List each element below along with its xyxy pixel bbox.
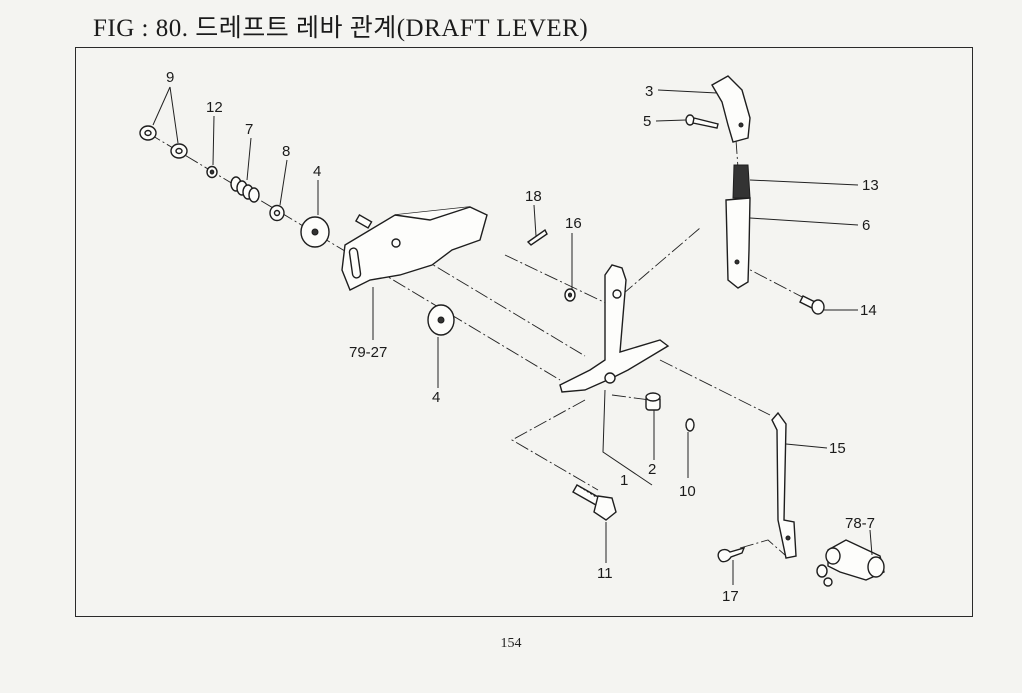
callout-7: 7	[245, 121, 253, 138]
callout-15: 15	[829, 440, 846, 457]
plate-part-6	[725, 197, 751, 289]
callout-78-7: 78-7	[845, 515, 875, 532]
callout-14: 14	[860, 302, 877, 319]
spring-part-7	[230, 176, 260, 203]
callout-16: 16	[565, 215, 582, 232]
callout-4-lower: 4	[432, 389, 440, 406]
callout-labels: 9 12 7 8 4 79-27 4 18 16 3 5 13 6 14 15 …	[166, 69, 879, 605]
callout-10: 10	[679, 483, 696, 500]
draft-lever-part-1	[559, 264, 670, 393]
washer-part-12	[206, 165, 218, 179]
rod-part-15	[771, 411, 797, 559]
callout-4-upper: 4	[313, 163, 321, 180]
large-washer-part-4-upper	[300, 216, 330, 248]
callout-9: 9	[166, 69, 174, 86]
callout-18: 18	[525, 188, 542, 205]
pin-part-18	[526, 228, 548, 246]
e-ring-part-16	[564, 288, 576, 302]
bracket-part-79-27	[341, 206, 488, 291]
washer-part-8	[269, 204, 285, 222]
pad-part-13	[732, 164, 751, 199]
callout-11: 11	[597, 565, 613, 582]
figure-title: FIG : 80. 드레프트 레바 관계(DRAFT LEVER)	[93, 15, 589, 42]
callout-8: 8	[282, 143, 290, 160]
callout-6: 6	[862, 217, 870, 234]
bolt-part-11	[572, 484, 617, 521]
callout-5: 5	[643, 113, 651, 130]
collar-part-2	[645, 392, 661, 411]
e-ring-part-10	[685, 418, 695, 432]
page-number: 154	[500, 636, 522, 651]
diagram-frame	[75, 47, 973, 617]
screw-part-14	[799, 295, 825, 315]
callout-3: 3	[645, 83, 653, 100]
screw-part-5	[685, 114, 719, 129]
callout-79-27: 79-27	[349, 344, 387, 361]
large-washer-part-4-lower	[427, 304, 455, 336]
callout-12: 12	[206, 99, 223, 116]
clip-part-17	[717, 546, 746, 563]
callout-13: 13	[862, 177, 879, 194]
knob-part-3	[711, 75, 751, 143]
callout-2: 2	[648, 461, 656, 478]
leader-lines	[152, 86, 873, 585]
callout-17: 17	[722, 588, 739, 605]
callout-1: 1	[620, 472, 628, 489]
nut-pair-part-9	[139, 125, 188, 159]
handle-part-78-7	[816, 539, 885, 587]
